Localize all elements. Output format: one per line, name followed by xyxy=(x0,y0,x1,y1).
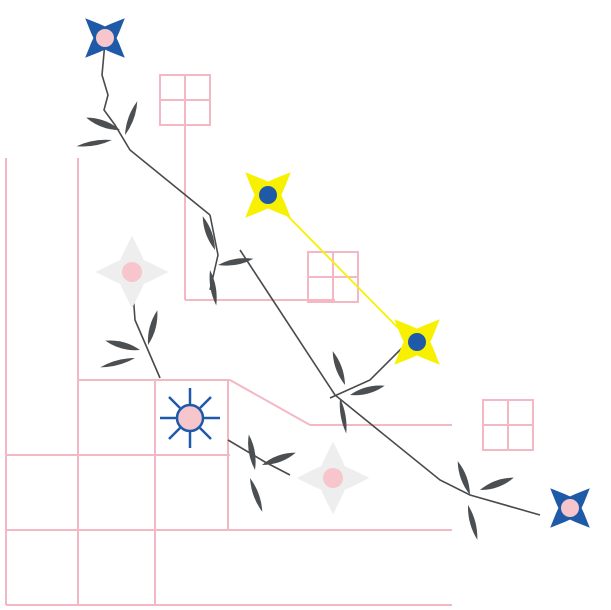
yellow-flower xyxy=(386,311,448,373)
sun-flower xyxy=(160,388,220,448)
white-flower xyxy=(296,441,370,515)
blue-flower xyxy=(543,481,597,535)
yellow-flower xyxy=(237,164,299,226)
white-flower xyxy=(95,235,169,309)
blue-flower xyxy=(78,11,132,65)
pink-grid xyxy=(5,74,534,606)
stems xyxy=(101,41,541,516)
leaf-cluster xyxy=(76,100,515,541)
